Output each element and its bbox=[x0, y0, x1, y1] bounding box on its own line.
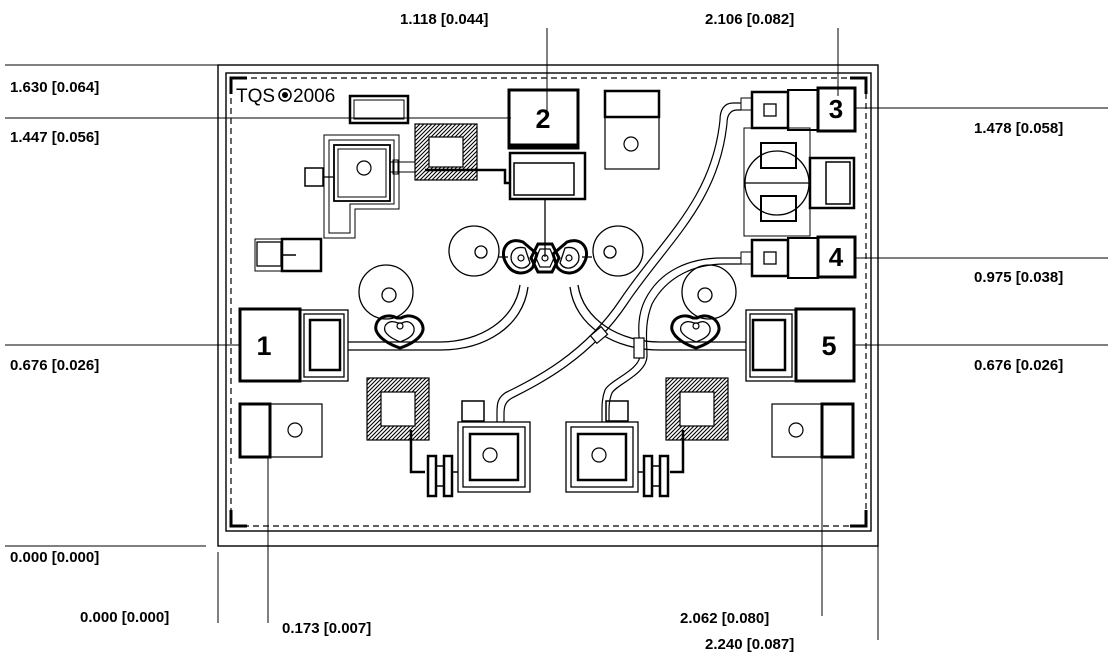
pad-2 bbox=[507, 88, 580, 150]
coupler-network-right bbox=[740, 89, 856, 279]
registered-icon bbox=[278, 88, 292, 102]
die-dashed-boundary bbox=[230, 77, 867, 527]
tqs-logo: TQS 2006 bbox=[236, 86, 335, 107]
via-pad-bottom-right-corner bbox=[771, 402, 855, 459]
capacitor-pad5 bbox=[745, 309, 797, 382]
small-component-left bbox=[254, 237, 323, 273]
inductor-top-left bbox=[414, 123, 510, 185]
dim-label-pad2-y: 1.447 [0.056] bbox=[10, 129, 100, 146]
bias-network-top-left bbox=[304, 134, 420, 239]
via-pad-bottom-left bbox=[457, 400, 531, 493]
year-text: 2006 bbox=[293, 86, 335, 107]
pad-3-label: 3 bbox=[829, 94, 843, 124]
capacitor-pad2 bbox=[508, 151, 587, 201]
logo-text: TQS bbox=[236, 86, 275, 107]
dim-label-pad3-x: 2.106 [0.082] bbox=[705, 11, 795, 28]
inductor-bottom-left bbox=[366, 377, 430, 474]
via-pad-bottom-left-corner bbox=[238, 402, 323, 459]
via-pad-top-center bbox=[603, 89, 661, 170]
dim-label-pad1-y: 0.676 [0.026] bbox=[10, 357, 100, 374]
dim-label-pad3-y: 1.478 [0.058] bbox=[974, 120, 1064, 137]
transistor-core bbox=[499, 239, 592, 275]
pad-5-label: 5 bbox=[821, 331, 836, 361]
capacitor-pad1 bbox=[299, 309, 349, 382]
pad-4-label: 4 bbox=[829, 242, 844, 272]
die-outline bbox=[217, 64, 879, 547]
bottom-spools bbox=[426, 454, 670, 498]
die-inner-outline bbox=[225, 72, 872, 532]
dimension-lines bbox=[5, 28, 1108, 640]
pad-2-label: 2 bbox=[535, 104, 550, 134]
corner-marks bbox=[229, 76, 868, 528]
inductor-bottom-right bbox=[665, 377, 729, 474]
via-pad-bottom-right bbox=[565, 400, 639, 493]
pad-1 bbox=[238, 307, 302, 383]
dim-label-origin-y: 0.000 [0.000] bbox=[10, 549, 100, 566]
dim-label-origin-x: 0.000 [0.000] bbox=[80, 609, 170, 626]
dim-label-die-height: 1.630 [0.064] bbox=[10, 79, 100, 96]
dim-label-pad5-x: 2.062 [0.080] bbox=[680, 610, 770, 627]
dim-label-pad4-y: 0.975 [0.038] bbox=[974, 269, 1064, 286]
rf-lines bbox=[348, 238, 746, 351]
dim-label-pad5-y: 0.676 [0.026] bbox=[974, 357, 1064, 374]
pad-1-label: 1 bbox=[256, 331, 271, 361]
dim-label-die-width: 2.240 [0.087] bbox=[705, 636, 795, 653]
dim-label-pad2-x: 1.118 [0.044] bbox=[400, 11, 489, 28]
dim-label-pad1-x: 0.173 [0.007] bbox=[282, 620, 372, 637]
small-capacitor bbox=[348, 94, 410, 125]
diagonal-traces bbox=[496, 102, 741, 422]
heart-elements bbox=[374, 314, 721, 350]
